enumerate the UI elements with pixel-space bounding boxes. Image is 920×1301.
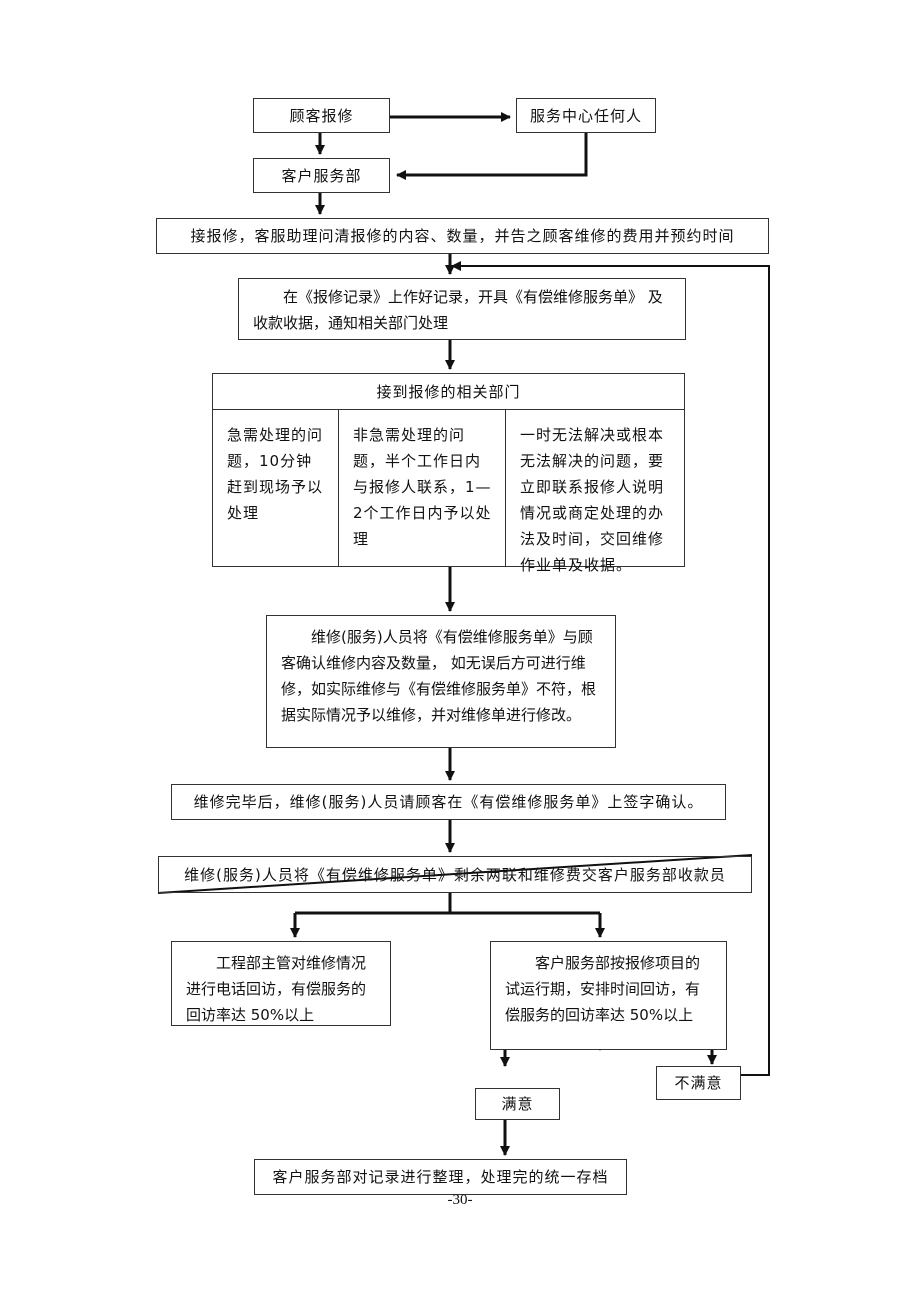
node-dissatisfied-label: 不满意 [674,1074,723,1092]
node-hand-over: 维修(服务)人员将《有偿维修服务单》剩余两联和维修费交客户服务部收款员 [158,856,752,893]
node-customer-service-dept: 客户服务部 [253,158,390,193]
node-record-repair-label: 在《报修记录》上作好记录，开具《有偿维修服务单》 及收款收据，通知相关部门处理 [253,288,663,332]
arrow-handover-split [295,893,600,915]
arrow-dissatisfied-loop [451,261,770,1076]
node-customer-report: 顾客报修 [253,98,390,133]
node-satisfied-label: 满意 [501,1095,534,1113]
node-archive: 客户服务部对记录进行整理，处理完的统一存档 [254,1159,627,1195]
node-receive-repair: 接报修，客服助理问清报修的内容、数量，并告之顾客维修的费用并预约时间 [156,218,769,254]
dept-unsolvable: 一时无法解决或根本无法解决的问题，要立即联系报修人说明情况或商定处理的办法及时间… [505,410,686,574]
departments-title: 接到报修的相关部门 [213,374,684,410]
node-customer-service-dept-label: 客户服务部 [281,166,362,185]
node-service-visit-label: 客户服务部按报修项目的试运行期，安排时间回访，有偿服务的回访率达 50%以上 [505,954,701,1024]
node-satisfied: 满意 [475,1088,560,1120]
node-record-repair: 在《报修记录》上作好记录，开具《有偿维修服务单》 及收款收据，通知相关部门处理 [238,278,686,340]
arrow-center-to-dept [396,133,588,180]
node-archive-label: 客户服务部对记录进行整理，处理完的统一存档 [272,1168,609,1186]
dept-urgent: 急需处理的问题，10分钟赶到现场予以处理 [227,426,324,522]
node-service-visit: 客户服务部按报修项目的试运行期，安排时间回访，有偿服务的回访率达 50%以上 [490,941,727,1050]
node-hand-over-label: 维修(服务)人员将《有偿维修服务单》剩余两联和维修费交客户服务部收款员 [184,865,726,884]
node-service-center-label: 服务中心任何人 [529,106,642,125]
node-customer-report-label: 顾客报修 [289,106,354,125]
node-departments: 接到报修的相关部门 急需处理的问题，10分钟赶到现场予以处理 非急需处理的问题，… [212,373,686,574]
node-receive-repair-label: 接报修，客服助理问清报修的内容、数量，并告之顾客维修的费用并预约时间 [190,227,735,245]
node-dissatisfied: 不满意 [656,1066,741,1100]
dept-non-urgent: 非急需处理的问题，半个工作日内与报修人联系，1—2个工作日内予以处理 [338,410,505,566]
node-confirm-content-label: 维修(服务)人员将《有偿维修服务单》与顾客确认维修内容及数量， 如无误后方可进行… [281,628,597,724]
page-number: -30- [447,1192,473,1208]
node-sign-confirm-label: 维修完毕后，维修(服务)人员请顾客在《有偿维修服务单》上签字确认。 [193,793,704,811]
node-engineering-visit: 工程部主管对维修情况进行电话回访，有偿服务的回访率达 50%以上 [171,941,391,1026]
handover-diagonal-line [157,854,753,894]
node-sign-confirm: 维修完毕后，维修(服务)人员请顾客在《有偿维修服务单》上签字确认。 [171,784,726,820]
node-confirm-content: 维修(服务)人员将《有偿维修服务单》与顾客确认维修内容及数量， 如无误后方可进行… [266,615,616,748]
node-engineering-visit-label: 工程部主管对维修情况进行电话回访，有偿服务的回访率达 50%以上 [186,954,367,1024]
node-service-center: 服务中心任何人 [516,98,656,133]
